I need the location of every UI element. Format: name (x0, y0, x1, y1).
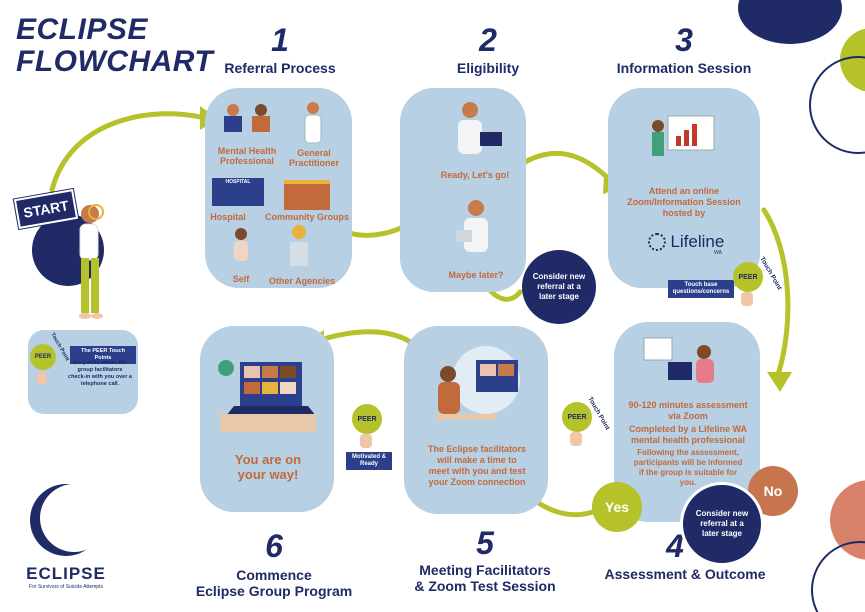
eclipse-logo-name: ECLIPSE (26, 564, 106, 583)
arrow-eligibility-to-info (517, 151, 615, 185)
stage-5-title: Meeting Facilitators & Zoom Test Session (414, 562, 556, 594)
label-self: Self (232, 274, 250, 284)
label-mental-health: Mental Health Professional (217, 146, 277, 166)
peer-badge-program: PEER (352, 404, 382, 434)
stage-1-title: Referral Process (224, 60, 336, 76)
stage-4-title: Assessment & Outcome (604, 566, 766, 582)
lifeline-icon (648, 233, 666, 251)
arrowhead-4 (767, 372, 792, 392)
peer-badge-legend: PEER (30, 344, 56, 370)
motivated-tag: Motivated & Ready (346, 452, 392, 470)
assessment-duration: 90-120 minutes assessment via Zoom (628, 400, 748, 421)
laptop-group-illustration (218, 360, 316, 432)
facilitators-text: The Eclipse facilitators will make a tim… (427, 444, 527, 487)
self-illustration (234, 228, 248, 261)
yes-badge: Yes (592, 482, 642, 532)
arrow-start-to-referral (49, 111, 208, 193)
decor-salmon-circle (830, 480, 865, 560)
mental-health-illustration (224, 104, 270, 132)
stage-6-number: 6 (265, 528, 283, 564)
hospital-illustration: HOSPITAL (212, 178, 264, 206)
peer-badge-facilitators: PEER (562, 402, 592, 432)
assessment-completed-by: Completed by a Lifeline WA mental health… (628, 424, 747, 445)
hand-icon-3 (360, 434, 372, 448)
decor-ring (809, 56, 865, 154)
presentation-illustration (652, 115, 715, 156)
stage-2-title: Eligibility (456, 60, 520, 76)
stage-1-number: 1 (271, 22, 289, 58)
decor-ring-2 (811, 541, 865, 612)
legend-text: are points where the group facilitators … (68, 360, 132, 387)
assessment-outcome-text: Following the assessment, participants w… (633, 448, 743, 487)
ready-person-illustration (458, 102, 502, 154)
hand-icon (741, 292, 753, 306)
label-ready: Ready, Let's go! (440, 170, 510, 180)
consider-later-badge-assessment: Consider new referral at a later stage (680, 482, 764, 566)
stage-4-number: 4 (666, 528, 684, 564)
hand-icon-legend (37, 372, 47, 384)
assessment-illustration (643, 337, 714, 383)
program-text: You are on your way! (234, 452, 302, 482)
stage-6-title: Commence Eclipse Group Program (195, 567, 353, 599)
arrow-info-to-assessment (761, 207, 791, 378)
gp-illustration (304, 102, 322, 144)
stage-2-number: 2 (479, 22, 497, 58)
other-agencies-illustration (290, 225, 308, 266)
page-title: ECLIPSE FLOWCHART (16, 13, 214, 78)
later-person-illustration (456, 200, 488, 252)
decor-navy-blob (738, 0, 842, 44)
decor-lime-circle (840, 28, 865, 92)
peer-badge-info: PEER (733, 262, 763, 292)
consider-later-badge-eligibility: Consider new referral at a later stage (522, 250, 596, 324)
label-other-agencies: Other Agencies (268, 276, 336, 286)
touch-base-tag: Touch base questions/concerns (668, 280, 734, 298)
legend-title: The PEER Touch Points (70, 346, 136, 364)
eclipse-logo-tagline: For Survivors of Suicide Attempts (29, 584, 103, 590)
stage-3-title: Information Session (616, 60, 752, 76)
label-community: Community Groups (264, 212, 349, 222)
community-illustration (284, 180, 330, 210)
info-session-text: Attend an online Zoom/Information Sessio… (627, 186, 741, 218)
stage-5-number: 5 (476, 525, 494, 561)
video-call-illustration (436, 346, 520, 420)
stage-3-number: 3 (675, 22, 693, 58)
eclipse-logo-icon (30, 484, 102, 556)
label-hospital: Hospital (210, 212, 246, 222)
hand-icon-2 (570, 432, 582, 446)
start-person-illustration (79, 204, 104, 319)
label-later: Maybe later? (448, 270, 504, 280)
label-gp: General Practitioner (288, 148, 339, 168)
lifeline-logo: Lifeline WA (648, 232, 738, 256)
